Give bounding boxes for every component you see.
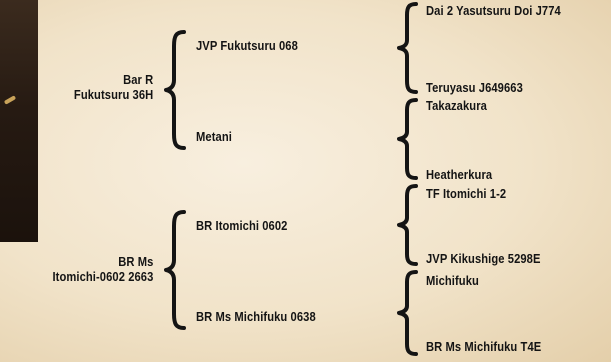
sire-name-line1: Bar R <box>122 72 153 87</box>
dam-brace <box>164 210 186 330</box>
sire-dam-name: Metani <box>196 129 232 144</box>
animal-photo <box>0 0 38 242</box>
dam-dam-brace <box>397 270 418 356</box>
sire-dam-brace <box>397 98 418 180</box>
dam-name-line1: BR Ms <box>117 254 153 269</box>
dam-dam-sire-name: Michifuku <box>426 273 479 288</box>
sire-dam-dam-name: Heatherkura <box>426 167 493 182</box>
sire-name: Bar R Fukutsuru 36H <box>74 72 153 102</box>
sire-sire-sire-name: Dai 2 Yasutsuru Doi J774 <box>426 3 561 18</box>
sire-name-line2: Fukutsuru 36H <box>73 87 153 102</box>
sire-sire-brace <box>397 2 418 94</box>
photo-highlight <box>3 95 17 105</box>
dam-sire-brace <box>397 184 418 266</box>
dam-sire-sire-name: TF Itomichi 1-2 <box>426 186 507 201</box>
dam-sire-dam-name: JVP Kikushige 5298E <box>426 251 541 266</box>
sire-dam-sire-name: Takazakura <box>426 98 487 113</box>
sire-sire-dam-name: Teruyasu J649663 <box>426 80 523 95</box>
dam-name-line2: Itomichi-0602 2663 <box>52 269 153 284</box>
dam-dam-name: BR Ms Michifuku 0638 <box>196 309 316 324</box>
sire-sire-name: JVP Fukutsuru 068 <box>196 38 298 53</box>
dam-name: BR Ms Itomichi-0602 2663 <box>52 254 153 284</box>
sire-brace <box>164 30 186 150</box>
dam-sire-name: BR Itomichi 0602 <box>196 218 288 233</box>
dam-dam-dam-name: BR Ms Michifuku T4E <box>426 339 542 354</box>
